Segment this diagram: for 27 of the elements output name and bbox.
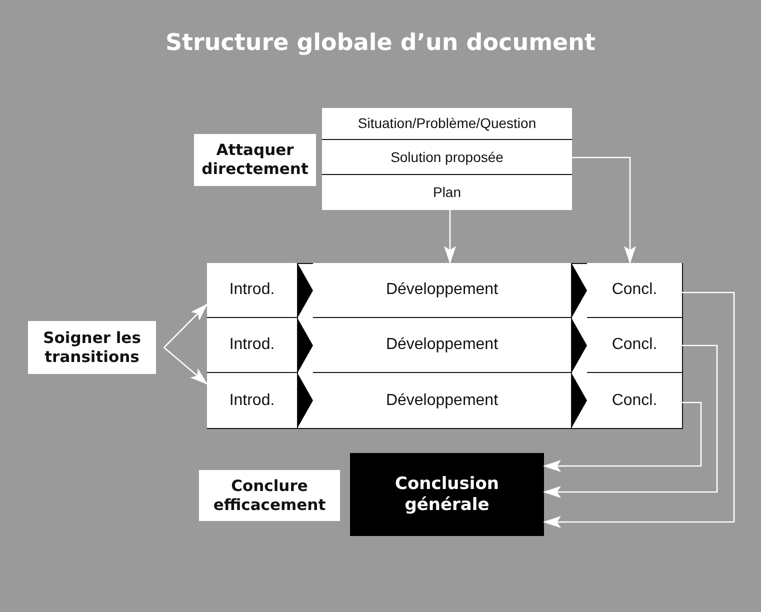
chevron-arrow	[572, 374, 587, 427]
table-cell: Introd.	[207, 263, 298, 318]
arrow	[543, 292, 735, 528]
table-cell: Introd.	[207, 373, 298, 428]
arrow	[164, 347, 208, 385]
list-row: Plan	[322, 175, 572, 210]
arrow	[444, 210, 456, 264]
label-box: Conclure efficacement	[199, 470, 340, 521]
list-row: Situation/Problème/Question	[322, 108, 572, 140]
arrow	[572, 156, 636, 264]
table-cell: Développement	[313, 318, 572, 373]
label-box: Soigner les transitions	[28, 321, 156, 374]
arrow	[164, 304, 208, 348]
chevron-arrow	[298, 264, 313, 317]
arrow	[543, 344, 718, 498]
conclusion-box: Conclusion générale	[350, 453, 544, 536]
label-box: Attaquer directement	[194, 134, 316, 186]
list-row: Solution proposée	[322, 140, 572, 175]
chevron-arrow	[572, 264, 587, 317]
chevron-arrow	[298, 374, 313, 427]
table-cell: Concl.	[587, 263, 682, 318]
table-cell: Développement	[313, 263, 572, 318]
table-cell: Introd.	[207, 318, 298, 373]
chevron-arrow	[298, 319, 313, 372]
arrow	[543, 402, 702, 472]
title: Structure globale d’un document	[164, 30, 596, 56]
chevron-arrow	[572, 319, 587, 372]
